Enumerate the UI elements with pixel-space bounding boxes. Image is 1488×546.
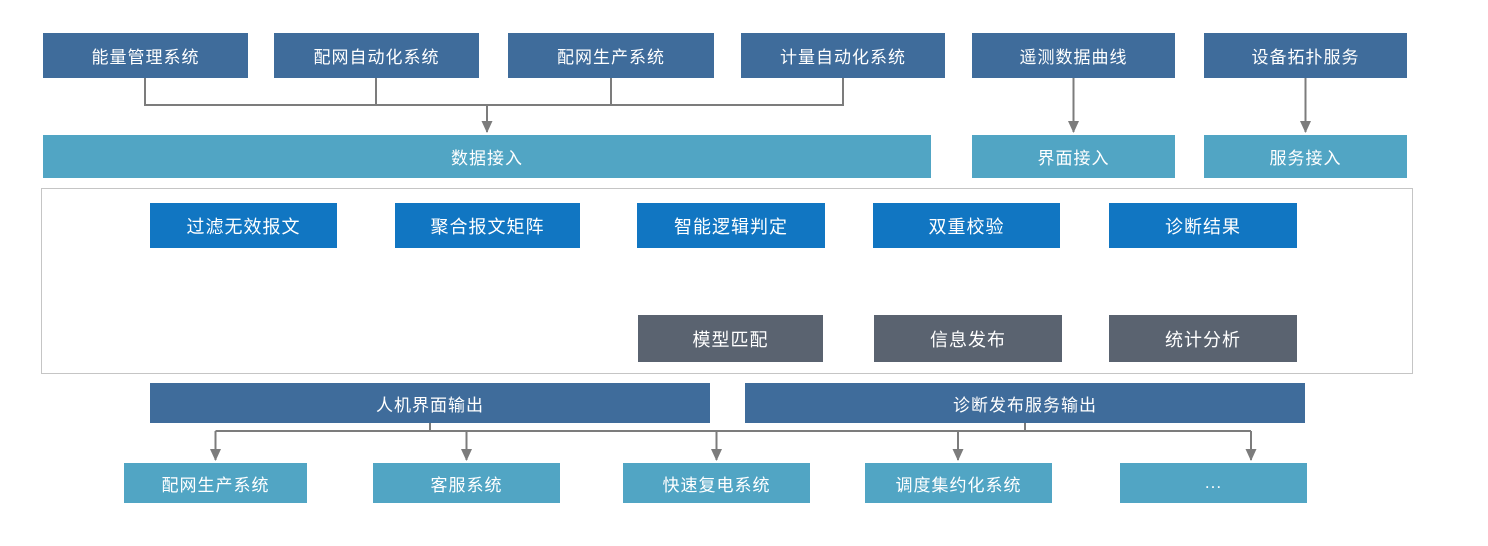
source-box-energy-management: 能量管理系统: [43, 33, 248, 78]
consumer-box-fast-power-restoration: 快速复电系统: [623, 463, 810, 503]
pipeline-step-aggregate-message-matrix: 聚合报文矩阵: [395, 203, 580, 248]
source-box-metering-automation: 计量自动化系统: [741, 33, 945, 78]
access-bar-service: 服务接入: [1204, 135, 1407, 178]
pipeline-step-intelligent-logic-judgment: 智能逻辑判定: [637, 203, 825, 248]
pipeline-step-filter-invalid-messages: 过滤无效报文: [150, 203, 337, 248]
consumer-box-customer-service: 客服系统: [373, 463, 560, 503]
access-bar-data: 数据接入: [43, 135, 931, 178]
consumer-box-distribution-production: 配网生产系统: [124, 463, 307, 503]
consumer-box-more: ...: [1120, 463, 1307, 503]
result-box-statistical-analysis: 统计分析: [1109, 315, 1297, 362]
result-box-model-matching: 模型匹配: [638, 315, 823, 362]
pipeline-step-diagnosis-result: 诊断结果: [1109, 203, 1297, 248]
access-bar-ui: 界面接入: [972, 135, 1175, 178]
output-bar-diagnosis-publish-service: 诊断发布服务输出: [745, 383, 1305, 423]
source-box-telemetry-curve: 遥测数据曲线: [972, 33, 1175, 78]
consumer-box-dispatch-centralization: 调度集约化系统: [865, 463, 1052, 503]
source-box-distribution-automation: 配网自动化系统: [274, 33, 479, 78]
source-box-device-topology: 设备拓扑服务: [1204, 33, 1407, 78]
result-box-information-publishing: 信息发布: [874, 315, 1062, 362]
source-box-distribution-production: 配网生产系统: [508, 33, 714, 78]
output-bar-hmi: 人机界面输出: [150, 383, 710, 423]
pipeline-step-double-verification: 双重校验: [873, 203, 1060, 248]
